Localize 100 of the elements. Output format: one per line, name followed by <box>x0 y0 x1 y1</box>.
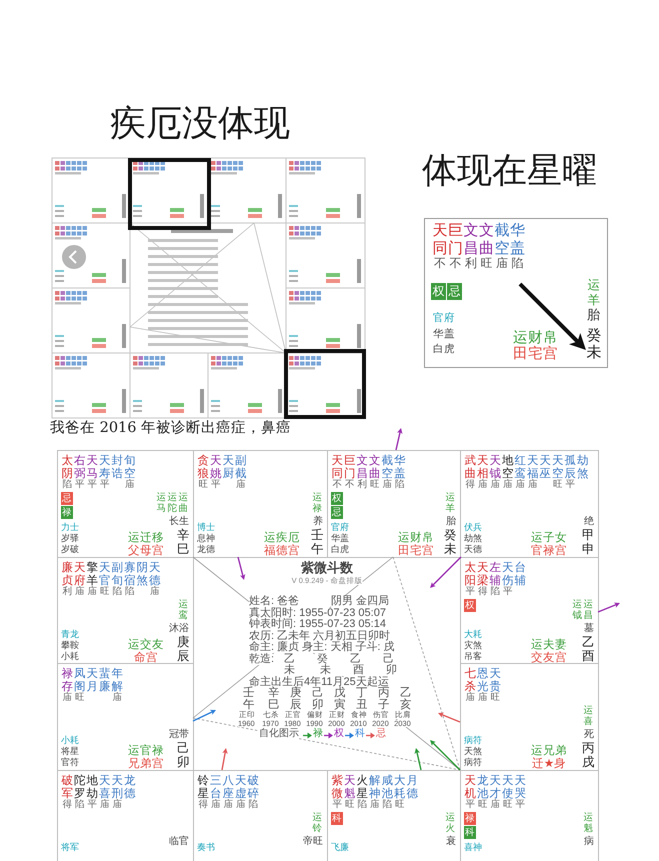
star-name: 左辅 <box>489 561 502 587</box>
star-name: 蜚廉 <box>98 667 111 693</box>
spirit-star-label: 大耗 <box>464 630 482 640</box>
arrow <box>598 602 620 613</box>
arrow <box>414 748 422 770</box>
spirit-star-label: 小耗 <box>61 736 79 746</box>
life-stage-label: 临官 <box>169 836 189 847</box>
star-name: 天月 <box>86 667 98 693</box>
decade-star-label: 运马 <box>156 492 167 514</box>
star-name: 台辅 <box>514 561 526 587</box>
decade-stem-row: 壬 辛 庚 己 戊 丁 丙 乙 <box>243 688 413 700</box>
decade-branch-row: 午 巳 辰 卯 寅 丑 子 亥 <box>243 700 413 711</box>
star-name: 华盖 <box>394 454 406 480</box>
stem-branch-label: 己卯 <box>177 741 190 769</box>
spirit-star-label: 劫煞 <box>464 534 482 544</box>
spirit-star-label: 天德 <box>464 545 482 555</box>
stem-branch-label: 壬午 <box>311 528 324 556</box>
spirit-star-label: 奏书 <box>197 843 215 853</box>
star-name: 文曲 <box>478 221 494 257</box>
brightness-row: 利庙庙旺陷陷 庙 <box>61 587 161 598</box>
decade-star-label: 运曲 <box>178 492 189 514</box>
decade-star-label: 运禄 <box>312 492 323 514</box>
decade-star-label: 运火 <box>445 812 456 834</box>
star-name: 右弼 <box>74 454 86 480</box>
brightness-row: 平旺陷庙陷旺 <box>331 800 406 810</box>
star-name: 天虚 <box>234 774 247 800</box>
brightness-row: 旺平 庙 <box>197 480 247 490</box>
star-name: 天梁 <box>476 561 489 587</box>
stem-branch-label: 癸未 <box>586 327 602 361</box>
spirit-star-label: 官府 <box>433 313 455 325</box>
star-name: 封诰 <box>111 454 124 480</box>
decade-palace-label: 运兄弟 <box>531 744 567 756</box>
transformation-badge: 忌 <box>331 506 343 519</box>
decade-palace-label: 运迁移 <box>128 531 164 543</box>
brightness-row: 庙旺 庙 <box>61 693 124 704</box>
legend-label: 忌 <box>376 729 386 739</box>
legend-label: 禄 <box>313 729 323 739</box>
palace-name-label: 福德宫 <box>264 544 300 556</box>
star-name: 天巫 <box>539 454 552 480</box>
legend-label: 科 <box>355 729 365 739</box>
decade-star-label: 运铃 <box>312 812 323 834</box>
star-name: 天马 <box>86 454 98 480</box>
info-text: 真太阳时: 1955-07-23 05:07 <box>249 608 386 618</box>
star-name: 龙池 <box>476 774 489 800</box>
star-name: 天刑 <box>111 774 124 800</box>
stem-branch-label: 辛巳 <box>177 528 190 556</box>
star-name: 天钺 <box>489 454 502 480</box>
spirit-star-label: 官府 <box>331 523 349 533</box>
spirit-star-label: 病符 <box>464 758 482 768</box>
decade-palace-label: 运子女 <box>531 531 567 543</box>
pillar-row: 乾造: 乙 癸 乙 己 <box>249 654 394 664</box>
spirit-star-label: 力士 <box>61 523 79 533</box>
spirit-star-label: 病符 <box>464 736 482 746</box>
arrow <box>395 428 402 450</box>
star-name: 破军 <box>61 774 74 800</box>
star-name: 华盖 <box>510 221 525 257</box>
star-name: 天德 <box>148 561 161 587</box>
connector-line <box>392 556 460 770</box>
star-name: 廉贞 <box>61 561 74 587</box>
life-stage-label: 沐浴 <box>169 623 189 634</box>
brightness-row: 得陷平庙庙 <box>61 800 124 810</box>
star-name: 天同 <box>331 454 344 480</box>
decade-star-label: 运羊 <box>587 277 601 307</box>
star-name: 副截 <box>234 454 247 480</box>
decade-star-label: 运昌 <box>583 599 594 621</box>
star-name: 劫煞 <box>576 454 589 480</box>
life-stage-label: 衰 <box>446 836 456 847</box>
star-name: 天官 <box>98 561 111 587</box>
star-name: 火星 <box>356 774 368 800</box>
star-name: 寡宿 <box>124 561 136 587</box>
decade-star-label: 运陀 <box>167 492 178 514</box>
star-name: 地劫 <box>86 774 98 800</box>
star-name: 陀罗 <box>74 774 86 800</box>
pillar-row: 未 未 酉 卯 <box>284 665 397 676</box>
transformation-badge: 禄 <box>464 812 476 825</box>
decade-palace-label: 运官禄 <box>128 744 164 756</box>
info-text: 农历: 乙未年 六月初五日卯时 <box>249 630 390 642</box>
spirit-star-label: 灾煞 <box>464 641 482 651</box>
spirit-star-label: 官符 <box>61 758 79 768</box>
star-name: 八座 <box>222 774 234 800</box>
star-name: 太阴 <box>61 454 74 480</box>
palace-name-label: 迁★身 <box>532 757 566 769</box>
star-name: 恩光 <box>476 667 489 693</box>
legend-label: 权 <box>334 729 344 739</box>
palace-name-label: 交友宫 <box>531 651 567 663</box>
life-stage-label: 帝旺 <box>303 836 323 847</box>
heading: 体现在星曜 <box>422 152 597 190</box>
spirit-star-label: 伏兵 <box>464 523 482 533</box>
decade-star-label: 运喜 <box>583 705 594 727</box>
spirit-star-label: 飞廉 <box>331 843 349 853</box>
spirit-star-label: 博士 <box>197 523 215 533</box>
star-name: 贪狼 <box>197 454 210 480</box>
arrow <box>438 712 460 723</box>
palace-cell <box>460 663 599 771</box>
life-stage-label: 胎 <box>587 309 600 324</box>
star-name: 截空 <box>494 221 510 257</box>
chart-title: 紫微斗数 <box>301 561 353 574</box>
star-name: 紫微 <box>331 774 344 800</box>
star-name: 天府 <box>74 561 86 587</box>
palace-name-label: 田宅宫 <box>513 347 558 363</box>
